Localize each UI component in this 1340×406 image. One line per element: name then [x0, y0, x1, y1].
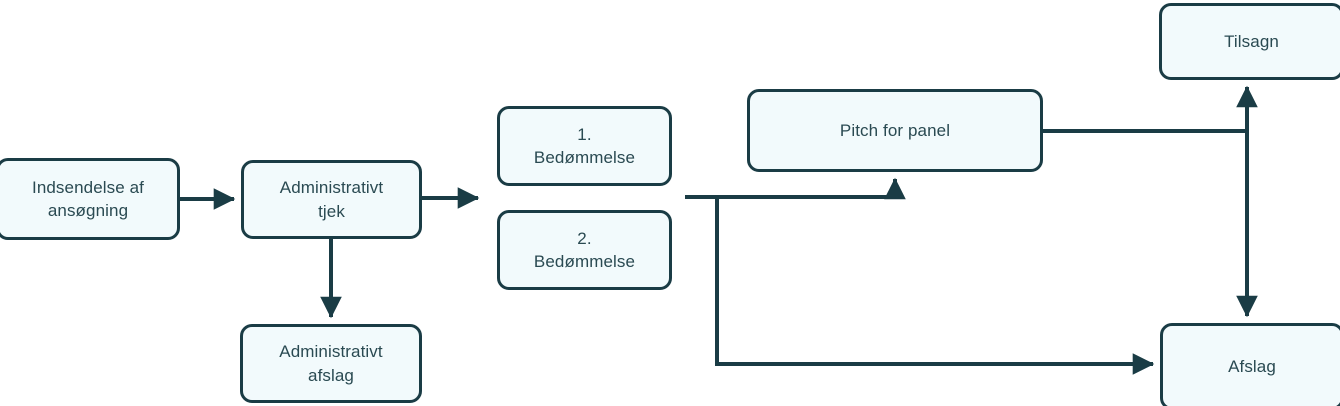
node-bedoemmelse-1[interactable]: 1. Bedømmelse	[497, 106, 672, 186]
node-administrativt-tjek[interactable]: Administrativt tjek	[241, 160, 422, 239]
edge-bedommelse-to-afslag	[715, 197, 1155, 375]
node-bedoemmelse-2[interactable]: 2. Bedømmelse	[497, 210, 672, 290]
node-administrativt-afslag[interactable]: Administrativt afslag	[240, 324, 422, 403]
node-afslag[interactable]: Afslag	[1160, 323, 1340, 406]
node-indsendelse-af-ansoegning[interactable]: Indsendelse af ansøgning	[0, 158, 180, 240]
node-tilsagn[interactable]: Tilsagn	[1159, 3, 1340, 80]
node-pitch-for-panel[interactable]: Pitch for panel	[747, 89, 1043, 172]
edge-bedommelse-to-pitch	[685, 177, 906, 200]
